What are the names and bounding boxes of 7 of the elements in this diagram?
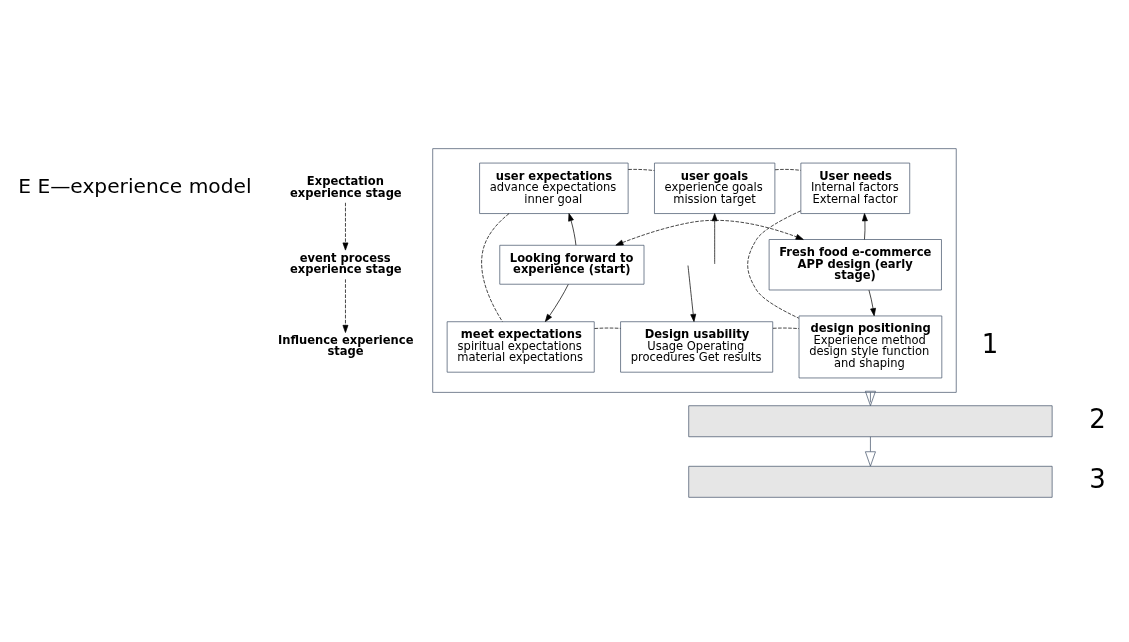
node-label: 3 bbox=[1089, 464, 1106, 495]
node-label: 2 bbox=[1089, 403, 1106, 434]
node-text: Expectation experience stage bbox=[289, 174, 402, 200]
node-text: Influence experience stage bbox=[278, 332, 414, 359]
node-label: 1 bbox=[981, 329, 999, 360]
label: E E—experience model bbox=[18, 174, 252, 199]
node-text: event process experience stage bbox=[289, 250, 402, 277]
